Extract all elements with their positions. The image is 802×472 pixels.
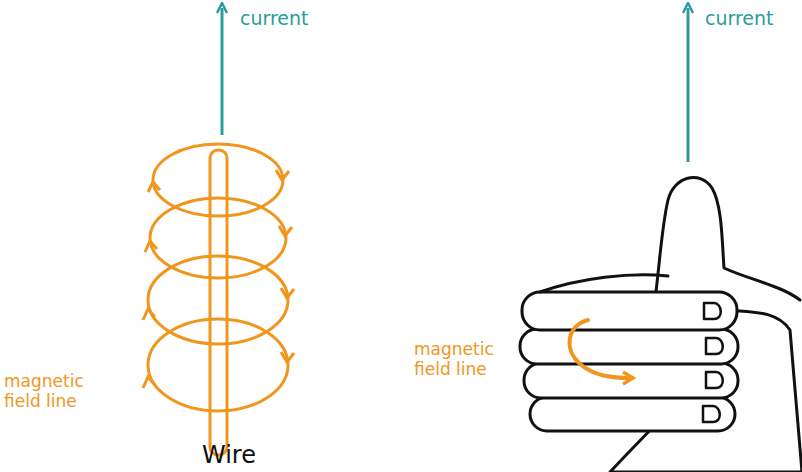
current-label: current: [240, 8, 360, 30]
thumb: [655, 178, 800, 300]
field-line-arrow: [570, 320, 630, 378]
finger: [530, 397, 735, 431]
finger: [520, 329, 738, 364]
current-arrow: [687, 8, 690, 162]
loop-arrow: [143, 309, 155, 320]
field-line-label: magnetic field line: [414, 340, 524, 379]
loop-arrow: [143, 377, 155, 388]
current-label: current: [705, 8, 802, 30]
loop-arrow: [281, 352, 294, 362]
field-loop: [153, 144, 283, 216]
fingernail: [703, 406, 720, 422]
loop-arrow: [148, 182, 160, 192]
loop-arrow: [276, 170, 289, 180]
current-arrow: [221, 8, 224, 135]
fist-top: [540, 275, 668, 292]
fingernail: [704, 303, 721, 319]
field-line-label: magnetic field line: [4, 372, 114, 411]
fingernail: [706, 372, 723, 388]
wire-label: Wire: [202, 442, 292, 470]
field-loop: [148, 319, 288, 411]
fingernail: [706, 338, 723, 354]
finger: [522, 292, 737, 330]
loop-arrow: [279, 226, 292, 236]
finger: [524, 363, 738, 398]
loop-arrow: [281, 288, 294, 298]
right-hand: [520, 178, 802, 472]
loop-arrow: [145, 241, 157, 252]
wire: [210, 150, 227, 455]
field-loops: [143, 144, 294, 411]
